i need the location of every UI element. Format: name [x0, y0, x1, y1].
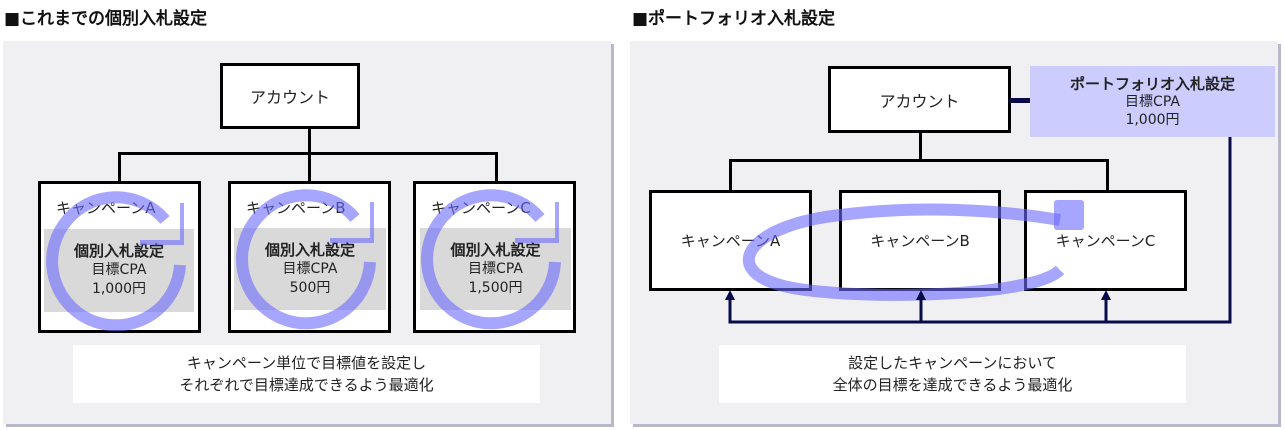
setting-title: 個別入札設定 — [264, 240, 355, 259]
metric-label: 目標CPA — [91, 262, 147, 278]
account-box: アカウント — [220, 63, 360, 129]
note-line: それぞれで目標達成できるよう最適化 — [179, 376, 434, 394]
campaign-label: キャンペーンC — [431, 199, 531, 217]
portfolio-box: ポートフォリオ入札設定 目標CPA 1,000円 — [1030, 66, 1275, 137]
campaign-label: キャンペーンB — [246, 199, 346, 217]
campaign-b-box: キャンペーンB 個別入札設定 目標CPA 500円 — [228, 181, 391, 333]
connector — [1010, 98, 1032, 103]
note-line: 設定したキャンペーンにおいて — [848, 354, 1057, 372]
metric-label: 目標CPA — [282, 260, 338, 277]
campaign-label: キャンペーンA — [680, 232, 781, 250]
connector — [729, 159, 732, 191]
bid-setting-panel: 個別入札設定 目標CPA 1,000円 — [44, 229, 194, 312]
portfolio-title: ポートフォリオ入札設定 — [1069, 74, 1235, 93]
left-note: キャンペーン単位で目標値を設定し それぞれで目標達成できるよう最適化 — [73, 345, 540, 403]
right-title: ■ポートフォリオ入札設定 — [632, 9, 836, 29]
campaign-c-box: キャンペーンC — [1024, 190, 1187, 291]
metric-value: 500円 — [289, 279, 331, 296]
metric-value: 1,000円 — [1125, 111, 1180, 128]
campaign-a-box: キャンペーンA 個別入札設定 目標CPA 1,000円 — [38, 181, 201, 333]
setting-title: 個別入札設定 — [450, 240, 541, 259]
note-line: 全体の目標を達成できるよう最適化 — [832, 376, 1073, 394]
bid-setting-panel: 個別入札設定 目標CPA 500円 — [234, 228, 386, 310]
account-label: アカウント — [879, 91, 960, 111]
connector — [308, 152, 311, 182]
campaign-b-box: キャンペーンB — [839, 190, 1001, 291]
campaign-label: キャンペーンA — [56, 199, 156, 217]
connector — [495, 152, 498, 182]
connector — [118, 152, 121, 182]
setting-title: 個別入札設定 — [73, 242, 164, 260]
metric-label: 目標CPA — [1125, 93, 1180, 110]
campaign-label: キャンペーンB — [870, 232, 970, 250]
connector — [308, 128, 311, 154]
metric-label: 目標CPA — [468, 260, 523, 277]
account-box: アカウント — [828, 66, 1011, 133]
campaign-a-box: キャンペーンA — [649, 190, 812, 291]
right-note: 設定したキャンペーンにおいて 全体の目標を達成できるよう最適化 — [719, 345, 1186, 403]
metric-value: 1,500円 — [468, 279, 523, 296]
left-title: ■これまでの個別入札設定 — [4, 9, 208, 29]
metric-value: 1,000円 — [91, 281, 147, 297]
bid-setting-panel: 個別入札設定 目標CPA 1,500円 — [420, 228, 571, 310]
account-label: アカウント — [249, 88, 330, 107]
campaign-c-box: キャンペーンC 個別入札設定 目標CPA 1,500円 — [413, 181, 576, 333]
connector — [919, 132, 922, 161]
campaign-label: キャンペーンC — [1055, 232, 1156, 250]
note-line: キャンペーン単位で目標値を設定し — [186, 354, 427, 372]
connector — [1106, 159, 1109, 191]
connector — [729, 159, 1109, 162]
